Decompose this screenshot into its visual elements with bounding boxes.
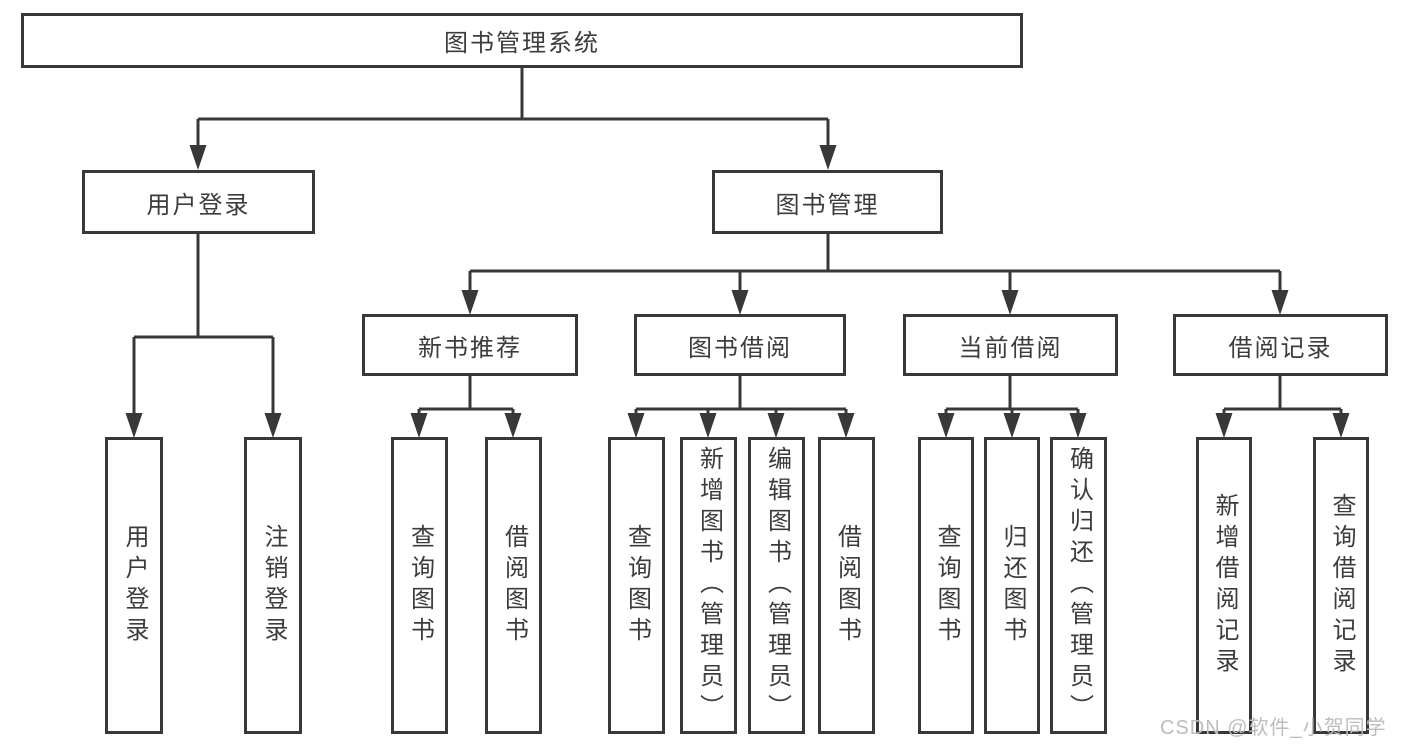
- leaf-borrow-books-1: 借阅图书: [485, 437, 542, 734]
- node-label: 新增图书（管理员）: [695, 446, 723, 725]
- node-label: 确认归还（管理员）: [1065, 446, 1093, 725]
- leaf-query-books-2: 查询图书: [608, 437, 665, 734]
- leaf-confirm-return-admin: 确认归还（管理员）: [1050, 437, 1107, 734]
- node-root: 图书管理系统: [21, 13, 1023, 68]
- node-label: 借阅图书: [500, 523, 528, 648]
- node-book-borrowing: 图书借阅: [634, 314, 846, 376]
- node-label: 当前借阅: [958, 334, 1063, 362]
- node-borrow-records: 借阅记录: [1173, 314, 1388, 376]
- arrowhead-down-icon: [627, 413, 645, 438]
- arrowhead-down-icon: [837, 413, 855, 438]
- leaf-logout: 注销登录: [244, 437, 302, 734]
- arrowhead-down-icon: [125, 413, 143, 438]
- node-label: 借阅图书: [833, 523, 861, 648]
- node-new-book-recommend: 新书推荐: [362, 314, 578, 376]
- node-label: 查询图书: [623, 523, 651, 648]
- arrowhead-down-icon: [461, 290, 479, 315]
- arrowhead-down-icon: [767, 413, 785, 438]
- arrowhead-down-icon: [264, 413, 282, 438]
- node-label: 查询图书: [933, 523, 960, 648]
- arrowhead-down-icon: [410, 413, 428, 438]
- leaf-add-borrow-record: 新增借阅记录: [1196, 437, 1252, 734]
- node-label: 用户登录: [121, 523, 148, 648]
- node-label: 编辑图书（管理员）: [763, 446, 791, 725]
- node-user-login: 用户登录: [82, 170, 315, 234]
- node-label: 借阅记录: [1228, 334, 1333, 362]
- leaf-query-books-3: 查询图书: [918, 437, 974, 734]
- node-current-borrowing: 当前借阅: [903, 314, 1118, 376]
- arrowhead-down-icon: [1271, 290, 1289, 315]
- node-label: 归还图书: [999, 523, 1026, 648]
- node-label: 注销登录: [260, 523, 287, 648]
- watermark-text: CSDN @软件_小贺同学: [1160, 717, 1387, 739]
- node-label: 图书管理系统: [444, 30, 600, 57]
- leaf-query-borrow-record: 查询借阅记录: [1313, 437, 1369, 734]
- arrowhead-down-icon: [1069, 413, 1087, 438]
- arrowhead-down-icon: [1003, 413, 1021, 438]
- node-label: 新书推荐: [418, 334, 522, 362]
- arrowhead-down-icon: [1001, 290, 1019, 315]
- arrowhead-down-icon: [819, 145, 837, 170]
- arrowhead-down-icon: [504, 413, 522, 438]
- node-label: 查询图书: [406, 523, 434, 648]
- node-label: 用户登录: [146, 191, 251, 219]
- leaf-user-login: 用户登录: [105, 437, 163, 734]
- arrowhead-down-icon: [189, 145, 207, 170]
- arrowhead-down-icon: [937, 413, 955, 438]
- node-label: 图书管理: [775, 191, 880, 219]
- node-label: 查询借阅记录: [1328, 492, 1355, 679]
- leaf-add-book-admin: 新增图书（管理员）: [680, 437, 737, 734]
- arrowhead-down-icon: [1332, 413, 1350, 438]
- arrowhead-down-icon: [1215, 413, 1233, 438]
- node-label: 新增借阅记录: [1211, 492, 1238, 679]
- node-label: 图书借阅: [688, 334, 792, 362]
- leaf-return-book: 归还图书: [984, 437, 1040, 734]
- leaf-query-books-1: 查询图书: [391, 437, 448, 734]
- arrowhead-down-icon: [699, 413, 717, 438]
- arrowhead-down-icon: [731, 290, 749, 315]
- node-book-management: 图书管理: [712, 170, 943, 234]
- leaf-borrow-books-2: 借阅图书: [818, 437, 875, 734]
- leaf-edit-book-admin: 编辑图书（管理员）: [748, 437, 805, 734]
